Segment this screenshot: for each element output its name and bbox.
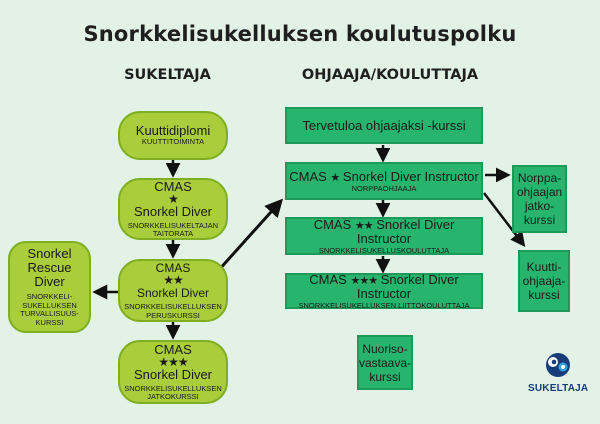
instructor-name: Snorkel Diver Instructor [356,271,459,301]
star-rating-icon: ★★ [163,273,183,287]
star-rating-icon: ★ [168,191,179,206]
kuuttidiplomi-subtitle: KUUTTITOIMINTA [141,137,205,147]
node-sub-1: SNORKKELISUKELLUKSEN [124,302,222,311]
instructor-sub: SNORKKELISUKELLUKSEN LIITTOKOULUTTAJA [298,300,470,310]
kuuttidiplomi-node: Kuuttidiplomi KUUTTITOIMINTA [118,111,228,160]
rescue-sub-3: TURVALLISUUS- [20,309,79,318]
arrow-i1-to-kuuttiohjaaja [483,192,526,247]
node-name: Snorkel Diver [133,203,213,219]
kuutti-line-1: Kuutti- [526,260,562,274]
star-rating-icon: ★★ [354,219,374,232]
norppa-line-4: kurssi [523,213,556,227]
kuutti-line-2: ohjaaja- [522,274,566,288]
instructor-1-star-node: CMAS ★ Snorkel Diver Instructor NORPPAOH… [285,162,483,200]
logo-text: SUKELTAJA [528,383,589,394]
node-cmas-label: CMAS [154,341,192,357]
instructor-name: Snorkel Diver Instructor [356,216,455,246]
node-name: Snorkel Diver [133,366,213,382]
star-rating-icon: ★ [330,171,340,184]
page-title: Snorkkelisukelluksen koulutuspolku [83,22,517,46]
norppa-line-1: Norppa- [517,171,562,185]
rescue-line-3: Diver [34,274,65,289]
instructor-2-star-node: CMAS ★★ Snorkel Diver Instructor SNORKKE… [285,217,483,255]
rescue-line-1: Snorkel [27,246,72,261]
column-header-ohjaaja: OHJAAJA/KOULUTTAJA [301,67,479,83]
node-sub-2: PERUSKURSSI [146,310,200,320]
nuorisovastaavakurssi-node: Nuoriso- vastaava- kurssi [357,335,413,390]
norppa-line-3: jatko- [524,199,555,213]
norppa-line-2: ohjaajan [516,185,563,199]
nuoriso-line-3: kurssi [369,369,401,384]
rescue-line-2: Rescue [27,260,72,275]
sukeltaja-logo: SUKELTAJA [528,352,588,398]
column-header-sukeltaja: SUKELTAJA [124,67,211,83]
snorkel-diver-3-star-node: CMAS ★★★ Snorkel Diver SNORKKELISUKELLUK… [118,340,228,404]
nuoriso-line-2: vastaava- [358,355,412,370]
node-cmas-label: CMAS [155,261,191,275]
instructor-cmas-label: CMAS [309,271,347,287]
instructor-cmas-label: CMAS [289,168,327,184]
kuutti-line-3: kurssi [528,288,560,302]
snorkel-rescue-diver-node: Snorkel Rescue Diver SNORKKELI- SUKELLUK… [8,241,91,333]
rescue-sub-4: KURSSI [35,317,64,327]
node-cmas-label: CMAS [154,178,192,194]
nuoriso-line-1: Nuoriso- [362,341,408,356]
instructor-cmas-label: CMAS [313,216,352,232]
kuuttiohjaajakurssi-node: Kuutti- ohjaaja- kurssi [518,250,570,312]
instructor-3-star-node: CMAS ★★★ Snorkel Diver Instructor SNORKK… [285,271,483,310]
node-sub-2: TAITORATA [152,229,194,238]
rescue-sub-1: SNORKKELI- [26,292,73,301]
kuuttidiplomi-title: Kuuttidiplomi [135,123,211,139]
node-sub-1: SNORKKELISUKELLUKSEN [124,383,222,393]
snorkel-diver-1-star-node: CMAS ★ Snorkel Diver SNORKKELISUKELTAJAN… [118,178,228,240]
star-rating-icon: ★★★ [350,274,378,287]
norppaohjaajan-jatkokurssi-node: Norppa- ohjaajan jatko- kurssi [512,165,567,233]
seal-logo-icon [546,353,570,377]
snorkel-diver-2-star-node: CMAS ★★ Snorkel Diver SNORKKELISUKELLUKS… [118,259,228,322]
tervetuloa-ohjaajaksi-node: Tervetuloa ohjaajaksi -kurssi [285,107,483,144]
instructor-name: Snorkel Diver Instructor [342,168,479,184]
arrow-star2-to-instructor [215,198,284,274]
tervetuloa-label: Tervetuloa ohjaajaksi -kurssi [302,117,466,133]
instructor-sub: SNORKKELISUKELLUSKOULUTTAJA [318,245,450,255]
node-sub-2: JATKOKURSSI [147,392,199,401]
instructor-sub: NORPPAOHJAAJA [351,183,417,193]
star-rating-icon: ★★★ [158,354,188,369]
node-name: Snorkel Diver [136,286,210,300]
node-sub-1: SNORKKELISUKELTAJAN [127,220,219,230]
rescue-sub-2: SUKELLUKSEN [22,300,77,310]
